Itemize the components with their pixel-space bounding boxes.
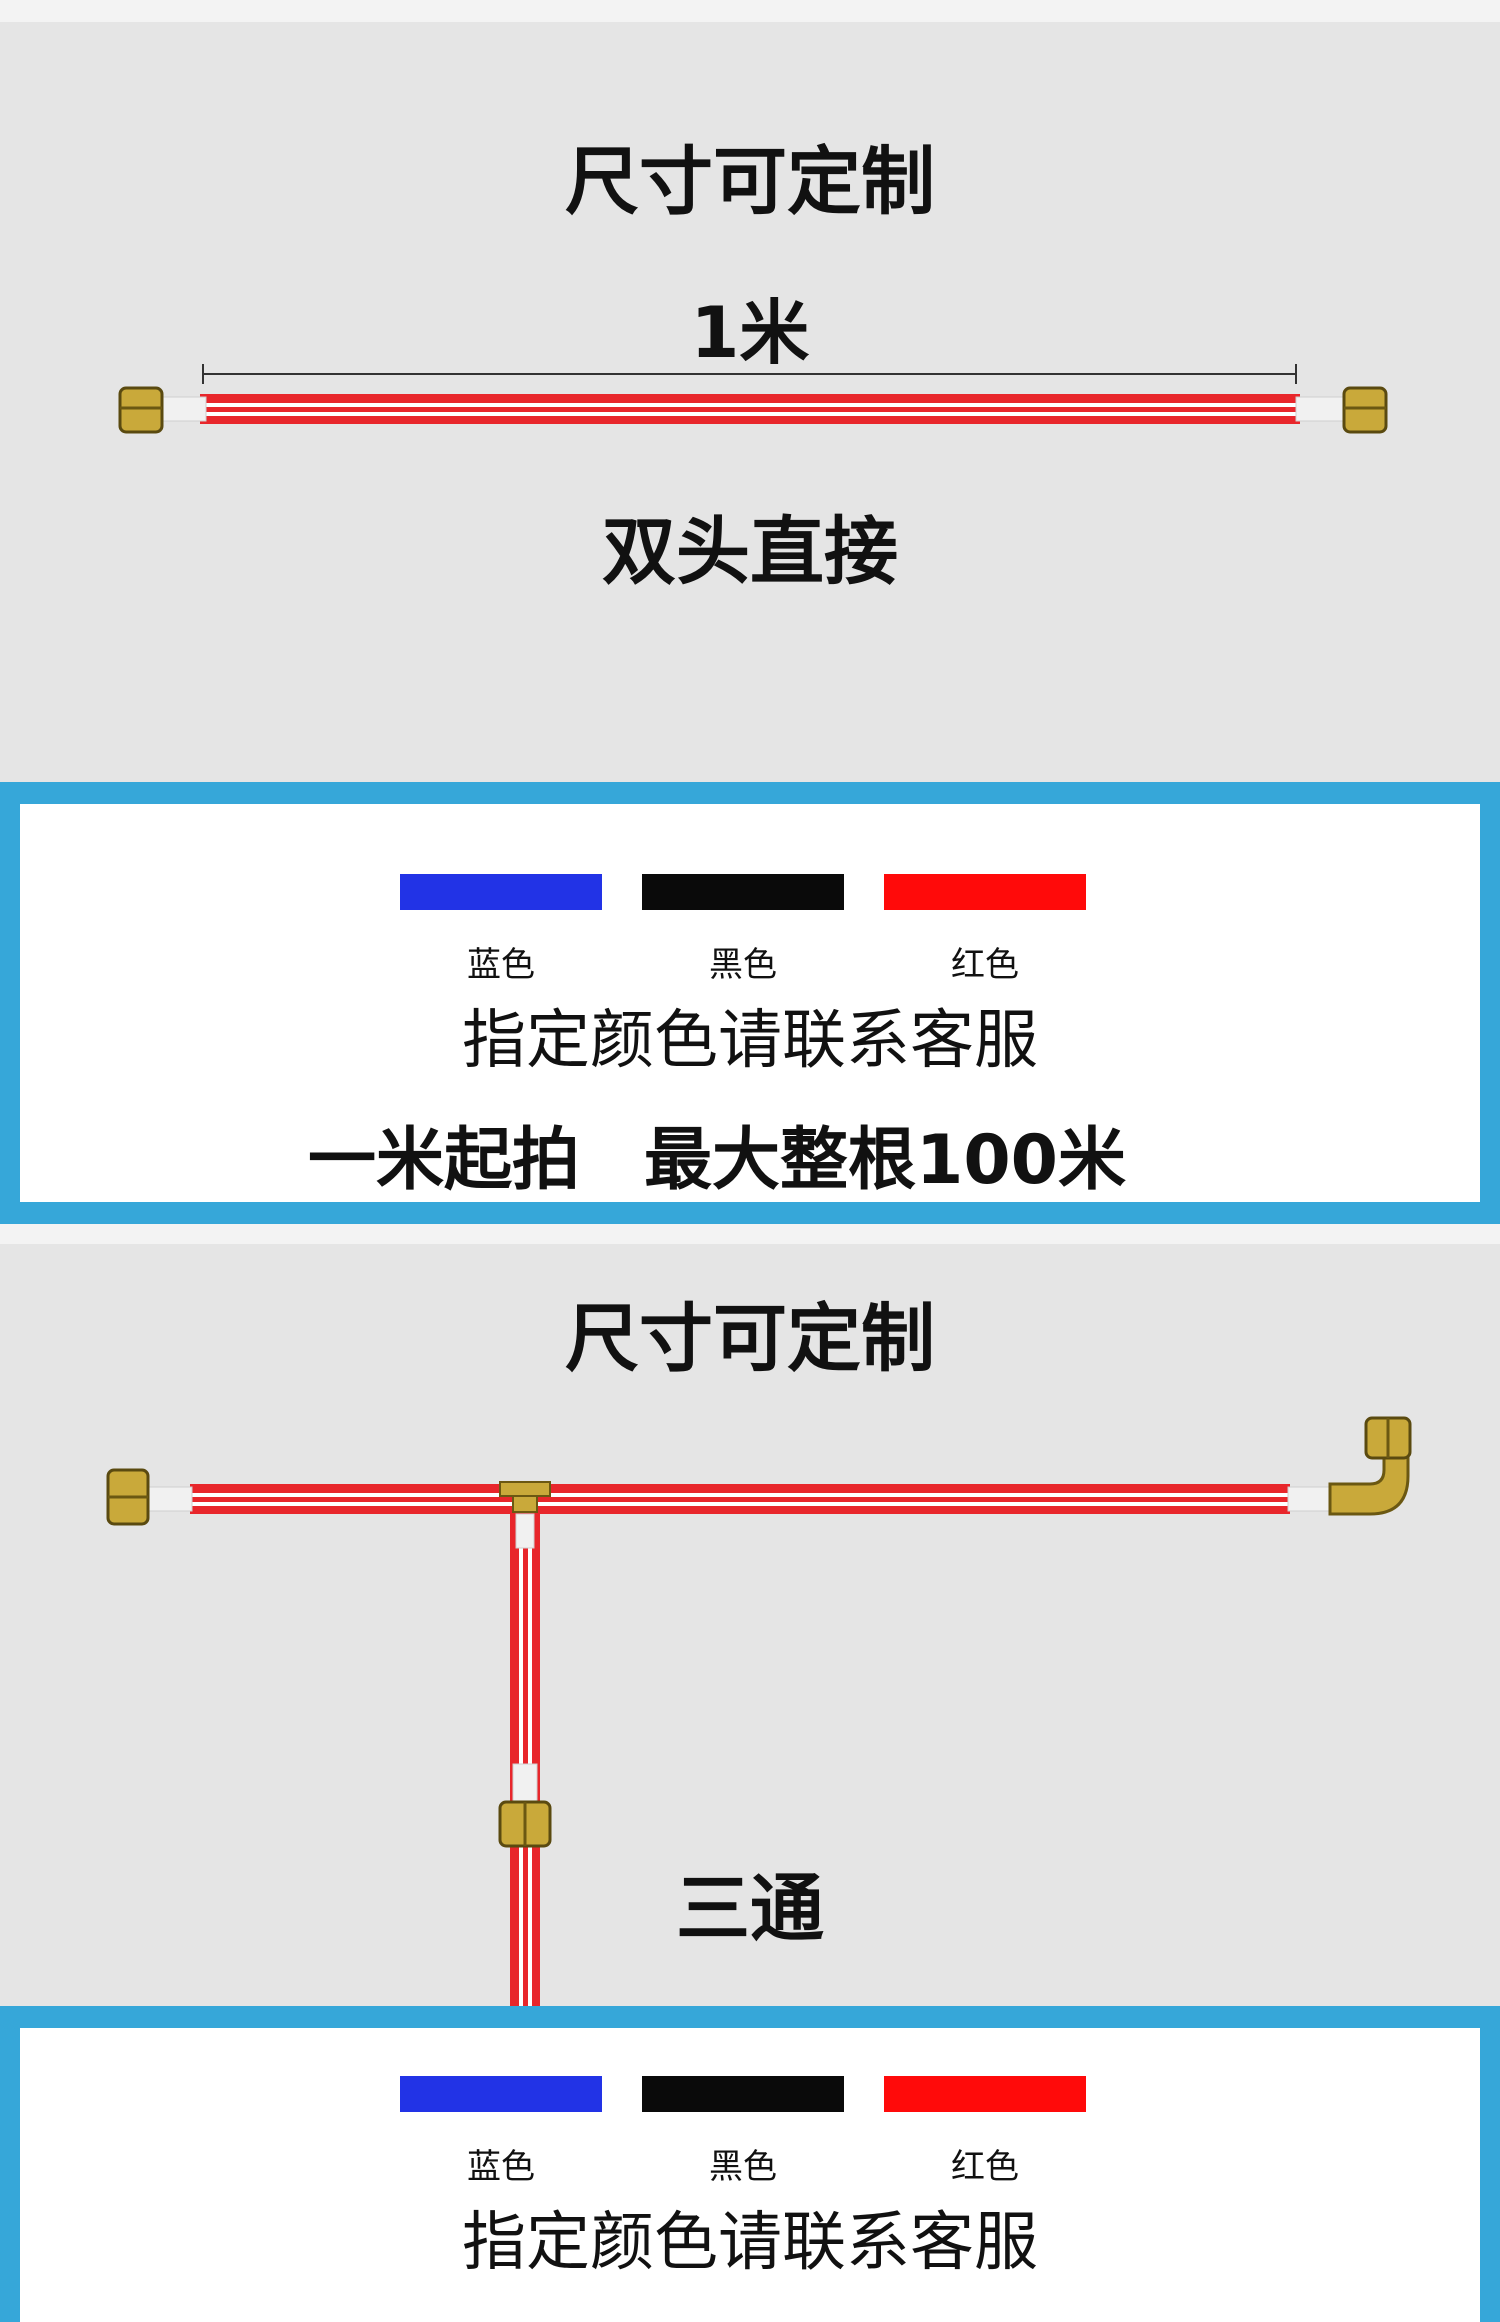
- tee-main-hose: [190, 1484, 1290, 1514]
- left-sleeve: [157, 396, 207, 422]
- color-options-panel-2: 蓝色 黑色 红色 指定颜色请联系客服: [0, 2006, 1500, 2322]
- straight-hose-illustration: [118, 364, 1388, 434]
- color-label-red: 红色: [951, 2147, 1019, 2187]
- contact-for-color-text: 指定颜色请联系客服: [462, 1004, 1038, 1078]
- tee-bottom-sleeve: [512, 1763, 538, 1803]
- min-order-text: 一米起拍: [308, 1121, 581, 1200]
- hose-stripe-bottom: [200, 412, 1300, 416]
- color-label-black: 黑色: [709, 2147, 777, 2187]
- tee-fitting: [499, 1481, 551, 1497]
- left-brass-nut: [118, 386, 164, 434]
- section-title: 尺寸可定制: [565, 1296, 935, 1382]
- hose-stripe-top: [200, 403, 1300, 407]
- tee-right-sleeve: [1287, 1486, 1331, 1512]
- color-swatch-blue: [400, 2076, 602, 2112]
- top-strip: [0, 0, 1500, 22]
- color-swatch-red: [884, 2076, 1086, 2112]
- section-tee-hose: 尺寸可定制 三通: [0, 1244, 1500, 2014]
- right-sleeve: [1295, 396, 1345, 422]
- color-swatch-black: [642, 874, 844, 910]
- type-label: 双头直接: [602, 509, 898, 595]
- tee-right-elbow: [1328, 1444, 1410, 1516]
- color-label-red: 红色: [951, 945, 1019, 985]
- tee-hose-illustration: [106, 1416, 1412, 2014]
- hose-body: [200, 394, 1300, 424]
- gap-strip: [0, 1224, 1500, 1244]
- color-swatch-red: [884, 874, 1086, 910]
- color-options-inner: 蓝色 黑色 红色 指定颜色请联系客服 一米起拍 最大整根100米: [20, 804, 1480, 1202]
- max-length-text: 最大整根100米: [644, 1121, 1126, 1200]
- color-label-black: 黑色: [709, 945, 777, 985]
- color-label-blue: 蓝色: [467, 2147, 535, 2187]
- type-label: 三通: [676, 1866, 824, 1952]
- contact-for-color-text: 指定颜色请联系客服: [462, 2206, 1038, 2280]
- color-swatch-black: [642, 2076, 844, 2112]
- length-label: 1米: [690, 292, 810, 374]
- color-options-panel: 蓝色 黑色 红色 指定颜色请联系客服 一米起拍 最大整根100米: [0, 782, 1500, 1224]
- section-straight-hose: 尺寸可定制 1米 双头直接: [0, 22, 1500, 782]
- tee-left-sleeve: [147, 1486, 193, 1512]
- color-label-blue: 蓝色: [467, 945, 535, 985]
- right-brass-nut: [1342, 386, 1388, 434]
- color-swatch-blue: [400, 874, 602, 910]
- color-options-inner-2: 蓝色 黑色 红色 指定颜色请联系客服: [20, 2028, 1480, 2322]
- section-title: 尺寸可定制: [565, 139, 935, 225]
